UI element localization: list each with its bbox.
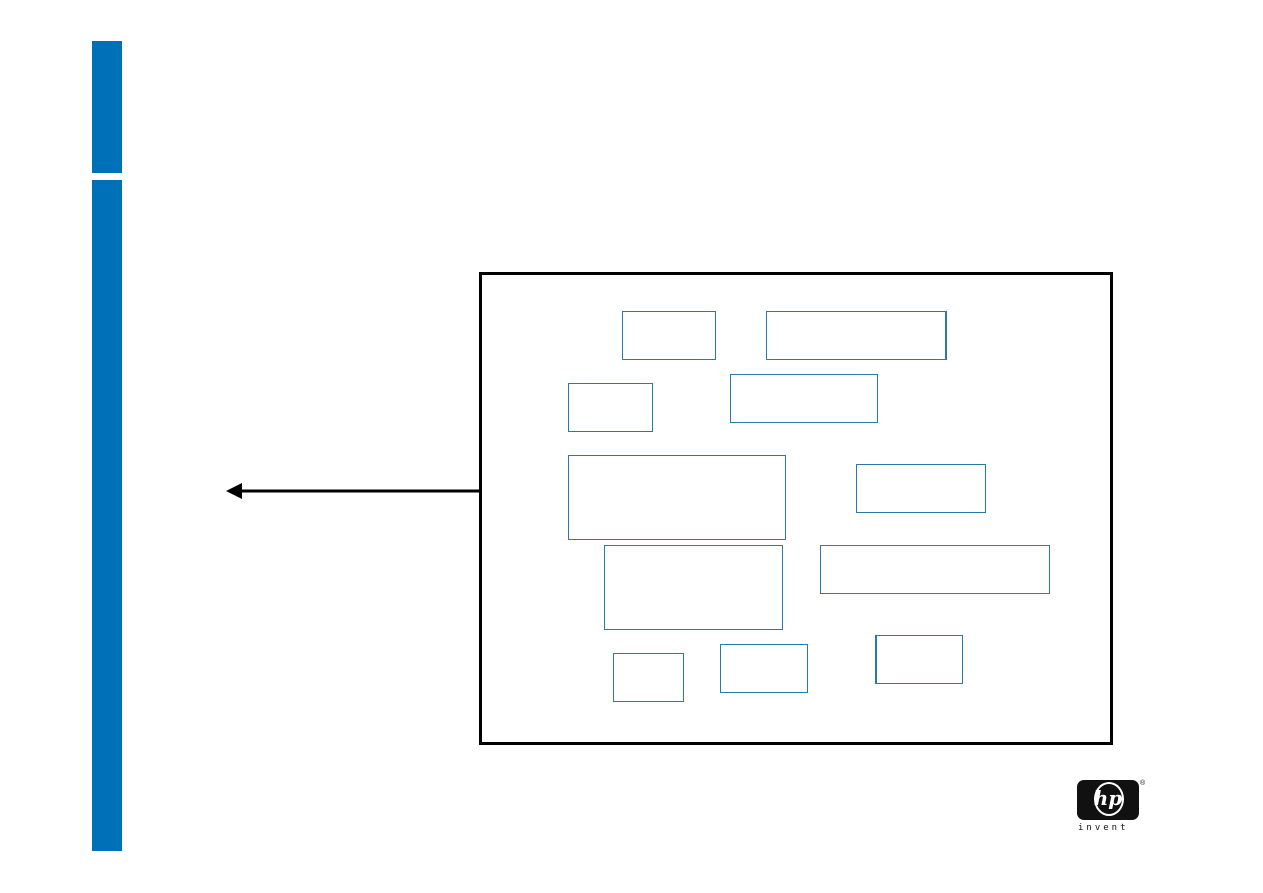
diagram-box-11	[875, 635, 963, 684]
diagram-box-2	[766, 311, 947, 360]
hp-logo-icon: hp ® invent	[1076, 780, 1146, 836]
logo-circle	[1094, 782, 1124, 816]
diagram-box-10	[720, 644, 808, 693]
diagram-box-6	[856, 464, 986, 513]
diagram-box-7	[604, 545, 783, 630]
accent-bar-bottom	[92, 180, 122, 851]
logo-tagline: invent	[1078, 823, 1129, 833]
logo-registered-mark: ®	[1140, 780, 1146, 787]
accent-bar-top	[92, 41, 122, 173]
diagram-box-9	[613, 653, 684, 702]
diagram-box-1	[622, 311, 716, 360]
logo-mark: hp	[1093, 786, 1123, 810]
diagram-box-5	[568, 455, 786, 540]
diagram-box-4	[730, 374, 878, 423]
diagram-box-8	[820, 545, 1050, 594]
logo-badge: hp	[1077, 780, 1139, 820]
diagram-box-3	[568, 383, 653, 432]
